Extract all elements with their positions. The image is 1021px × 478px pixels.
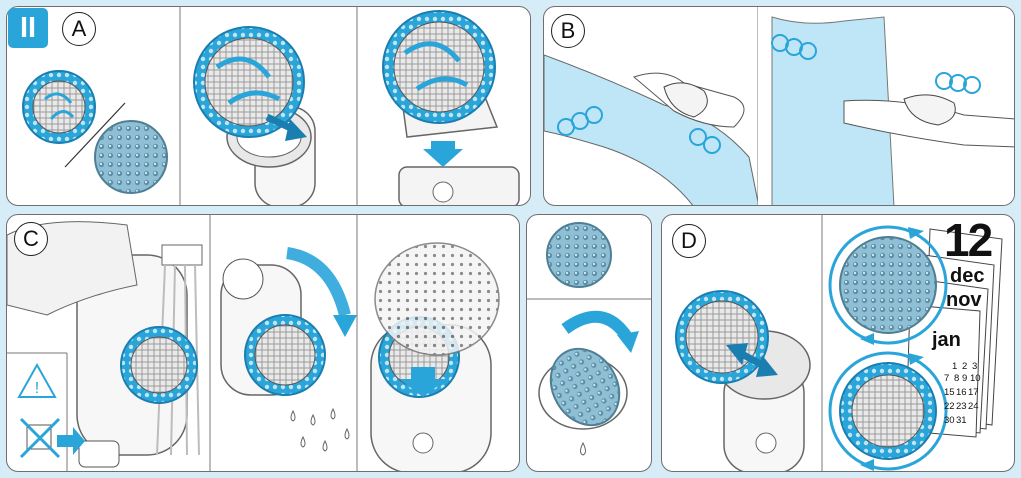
calendar-day: 9 — [962, 373, 967, 384]
panel-b-drawing — [544, 7, 1015, 206]
arm-scene — [758, 7, 1015, 206]
brush-head-icon — [23, 71, 95, 143]
water-drop-icon — [291, 409, 349, 451]
massage-head-icon — [95, 121, 167, 193]
calendar-day: 22 — [944, 401, 955, 412]
calendar-day: 10 — [970, 373, 981, 384]
calendar-month-nov: nov — [946, 289, 982, 312]
calendar-day: 8 — [954, 373, 959, 384]
panel-d: 12 dec nov jan 1 2 3 7 8 9 10 15 16 17 2… — [661, 214, 1015, 472]
water-drop-icon — [581, 443, 586, 455]
rotation-arrow-icon — [565, 317, 627, 337]
panel-b — [543, 6, 1015, 206]
panel-c-drawing: ! — [7, 215, 520, 472]
shaking-scene — [221, 253, 357, 451]
calendar-day: 1 — [952, 361, 957, 372]
calendar-month-dec: dec — [950, 265, 984, 288]
section-badge: II — [8, 8, 48, 48]
calendar-day-number: 12 — [944, 214, 991, 267]
calendar-day: 17 — [968, 387, 979, 398]
calendar-day: 7 — [944, 373, 949, 384]
replace-head-scene — [676, 291, 810, 472]
cap-scene — [371, 243, 499, 472]
svg-text:!: ! — [35, 380, 39, 397]
down-arrow-icon — [423, 141, 463, 167]
panel-c: ! — [6, 214, 520, 472]
step-letter-a: A — [62, 12, 96, 46]
leg-scene — [544, 55, 759, 206]
device-with-head — [194, 27, 315, 206]
step-letter-d: D — [672, 224, 706, 258]
calendar-day: 24 — [968, 401, 979, 412]
head-on-stand — [383, 11, 519, 206]
calendar-day: 31 — [956, 415, 967, 426]
calendar-day: 30 — [944, 415, 955, 426]
step-letter-b: B — [551, 14, 585, 48]
panel-massage-clean — [526, 214, 652, 472]
step-letter-c: C — [14, 222, 48, 256]
calendar-day: 3 — [972, 361, 977, 372]
calendar-day: 23 — [956, 401, 967, 412]
calendar-month-jan: jan — [932, 329, 961, 352]
calendar-day: 15 — [944, 387, 955, 398]
massage-head-icon — [547, 223, 611, 287]
rinsing-scene: ! — [7, 222, 202, 472]
panel-massage-drawing — [527, 215, 652, 472]
calendar-day: 2 — [962, 361, 967, 372]
calendar-day: 16 — [956, 387, 967, 398]
